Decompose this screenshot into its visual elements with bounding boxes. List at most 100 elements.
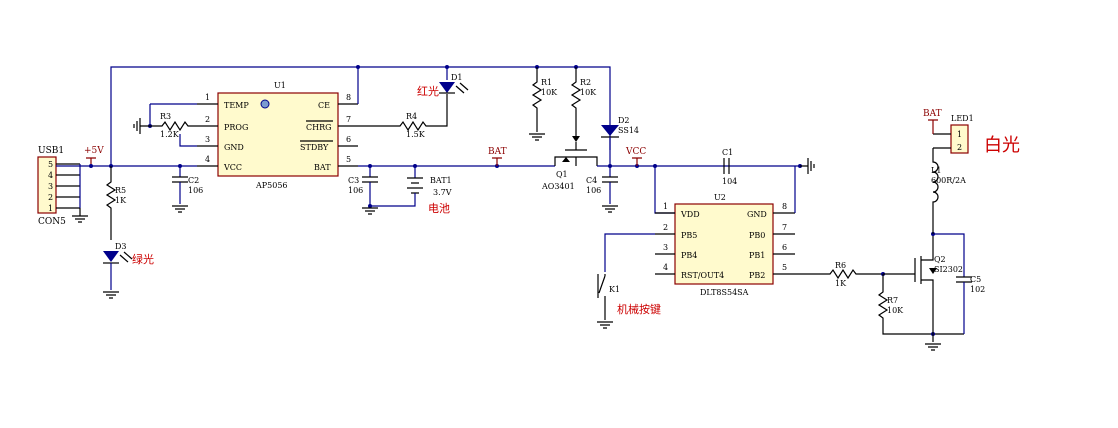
svg-text:C2: C2 <box>188 176 199 185</box>
svg-text:PB0: PB0 <box>749 231 765 240</box>
usb-pin: 3 <box>48 182 53 191</box>
svg-text:3: 3 <box>205 135 210 144</box>
inductor-l1: L1 600R/2A <box>931 148 966 234</box>
svg-text:R7: R7 <box>887 296 898 305</box>
svg-text:3.7V: 3.7V <box>433 188 452 197</box>
svg-text:2: 2 <box>205 115 210 124</box>
svg-text:7: 7 <box>782 223 787 232</box>
svg-text:7: 7 <box>346 115 351 124</box>
svg-text:PB1: PB1 <box>749 251 765 260</box>
usb-name: CON5 <box>38 217 66 227</box>
net-label-bat: BAT <box>488 147 507 166</box>
svg-text:K1: K1 <box>609 285 620 294</box>
svg-text:TEMP: TEMP <box>224 101 249 110</box>
svg-text:AP5056: AP5056 <box>255 181 288 190</box>
svg-text:D1: D1 <box>451 73 463 82</box>
capacitor-c5: C5 102 <box>933 233 985 334</box>
capacitor-c1: C1 104 <box>722 148 815 186</box>
svg-text:VDD: VDD <box>680 210 700 219</box>
svg-text:3: 3 <box>663 243 668 252</box>
svg-text:1.5K: 1.5K <box>406 130 426 139</box>
ic-u1: U1 AP5056 1 2 3 4 TEMP PROG GND VCC 8 7 … <box>197 81 358 190</box>
svg-text:1.2K: 1.2K <box>160 130 180 139</box>
svg-text:Q2: Q2 <box>934 255 946 264</box>
svg-text:6: 6 <box>346 135 351 144</box>
svg-text:106: 106 <box>586 186 601 195</box>
svg-text:C3: C3 <box>348 176 359 185</box>
svg-text:8: 8 <box>346 93 351 102</box>
usb-pin: 2 <box>48 193 53 202</box>
svg-text:机械按键: 机械按键 <box>617 302 661 316</box>
svg-text:SS14: SS14 <box>618 126 639 135</box>
svg-text:R6: R6 <box>835 261 846 270</box>
svg-text:600R/2A: 600R/2A <box>931 176 966 185</box>
svg-text:STDBY: STDBY <box>300 143 329 152</box>
svg-text:电池: 电池 <box>428 202 450 215</box>
svg-text:LED1: LED1 <box>951 114 974 123</box>
svg-text:DLT8S54SA: DLT8S54SA <box>700 288 749 297</box>
svg-text:绿光: 绿光 <box>132 252 154 266</box>
resistor-r6: R6 1K <box>795 261 885 288</box>
svg-text:2: 2 <box>957 143 962 152</box>
svg-text:10K: 10K <box>541 88 558 97</box>
svg-text:Q1: Q1 <box>556 170 568 179</box>
svg-text:GND: GND <box>224 143 244 152</box>
battery-bat1: BAT1 3.7V 电池 <box>368 166 452 215</box>
svg-text:4: 4 <box>205 155 210 164</box>
svg-text:1: 1 <box>205 93 210 102</box>
resistor-r5: R5 1K <box>105 166 127 240</box>
net-label-vcc: VCC <box>625 147 646 166</box>
svg-text:PROG: PROG <box>224 123 248 132</box>
led1-connector: LED1 1 2 白光 <box>933 114 1020 156</box>
svg-text:CHRG: CHRG <box>306 123 332 132</box>
svg-text:5: 5 <box>782 263 787 272</box>
svg-text:1: 1 <box>663 202 668 211</box>
svg-text:R3: R3 <box>160 112 171 121</box>
svg-text:2: 2 <box>663 223 668 232</box>
svg-text:D3: D3 <box>115 242 127 251</box>
svg-text:10K: 10K <box>887 306 904 315</box>
svg-text:102: 102 <box>970 285 985 294</box>
svg-text:GND: GND <box>747 210 767 219</box>
svg-text:10K: 10K <box>580 88 597 97</box>
capacitor-c4: C4 106 <box>586 166 618 213</box>
svg-text:5: 5 <box>346 155 351 164</box>
ic-u2: U2 DLT8S54SA 1 2 3 4 VDD PB5 PB4 RST/OUT… <box>654 166 795 297</box>
svg-text:C5: C5 <box>970 275 981 284</box>
resistor-r2: R2 10K <box>570 67 597 142</box>
svg-text:AO3401: AO3401 <box>541 182 575 191</box>
svg-text:1K: 1K <box>115 196 127 205</box>
svg-text:106: 106 <box>188 186 203 195</box>
svg-text:CE: CE <box>318 101 330 110</box>
svg-text:106: 106 <box>348 186 363 195</box>
usb-pin: 1 <box>48 204 53 213</box>
svg-text:PB5: PB5 <box>681 231 697 240</box>
switch-k1: K1 机械按键 <box>597 233 661 329</box>
mosfet-q1: Q1 AO3401 <box>541 142 598 191</box>
svg-text:R4: R4 <box>406 112 417 121</box>
svg-text:C4: C4 <box>586 176 597 185</box>
ground-symbol <box>362 207 378 215</box>
svg-text:U2: U2 <box>714 193 726 202</box>
svg-text:BAT: BAT <box>488 147 507 157</box>
svg-text:PB2: PB2 <box>749 271 765 280</box>
capacitor-c2: C2 106 <box>172 166 203 213</box>
led-d1: D1 红光 <box>417 67 469 98</box>
svg-text:BAT1: BAT1 <box>430 176 452 185</box>
svg-text:R5: R5 <box>115 186 126 195</box>
usb-ref: USB1 <box>38 146 64 156</box>
svg-text:RST/OUT4: RST/OUT4 <box>681 271 724 280</box>
svg-text:U1: U1 <box>274 81 286 90</box>
svg-text:6: 6 <box>782 243 787 252</box>
svg-text:VCC: VCC <box>223 163 242 172</box>
ground-symbol <box>72 208 88 223</box>
svg-text:BAT: BAT <box>314 163 331 172</box>
svg-text:红光: 红光 <box>417 84 439 98</box>
svg-text:104: 104 <box>722 177 737 186</box>
ground-symbol <box>103 291 119 299</box>
svg-text:4: 4 <box>663 263 668 272</box>
resistor-r7: R7 10K <box>877 274 964 351</box>
svg-text:R1: R1 <box>541 78 552 87</box>
diode-d2: D2 SS14 <box>601 116 639 166</box>
resistor-r4: R4 1.5K <box>358 94 448 139</box>
